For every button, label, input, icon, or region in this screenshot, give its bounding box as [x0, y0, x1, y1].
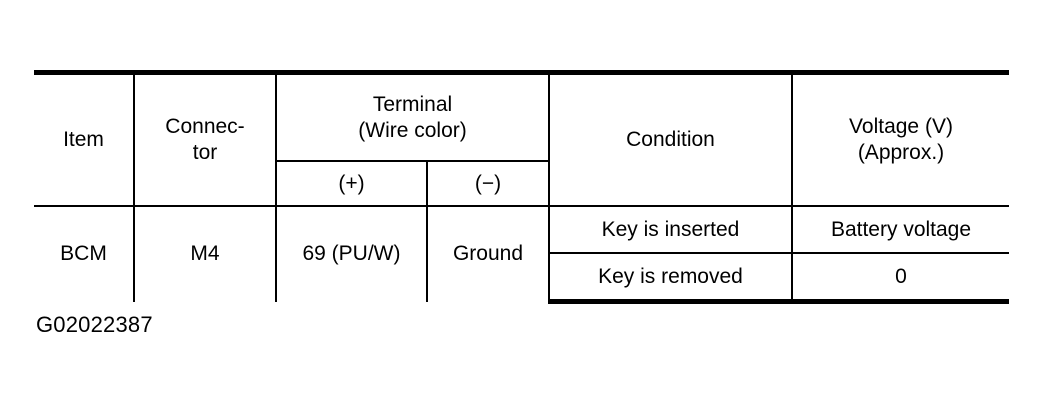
cell-terminal-positive: 69 (PU/W): [275, 205, 428, 302]
header-condition: Condition: [548, 70, 793, 206]
header-voltage: Voltage (V) (Approx.): [791, 70, 1009, 206]
table-header-row-polarity: (+) (−): [34, 161, 1009, 206]
header-connector-line1: Connec-: [165, 115, 245, 139]
header-connector-line2: tor: [192, 141, 218, 164]
header-item: Item: [34, 70, 135, 206]
cell-connector: M4: [133, 205, 277, 302]
table-header-row-primary: Item Connec- tor Terminal (Wire color) C…: [34, 70, 1009, 206]
header-terminal-line1: Terminal: [372, 92, 453, 116]
header-connector: Connec- tor: [133, 70, 277, 206]
cell-voltage: 0: [791, 253, 1009, 304]
table-row: BCM M4 69 (PU/W) Ground Key is inserted …: [34, 205, 1009, 302]
header-terminal-line2: (Wire color): [358, 118, 467, 142]
cell-condition: Key is removed: [548, 253, 793, 304]
header-terminal: Terminal (Wire color): [275, 70, 550, 162]
cell-item: BCM: [34, 205, 135, 302]
cell-voltage: Battery voltage: [791, 205, 1009, 254]
cell-terminal-negative: Ground: [426, 205, 550, 302]
figure-caption: G02022387: [36, 312, 153, 337]
terminal-voltage-spec-table: Item Connec- tor Terminal (Wire color) C…: [34, 70, 1009, 304]
header-terminal-positive: (+): [275, 161, 428, 206]
table-row: Key is removed 0: [34, 253, 1009, 304]
header-voltage-line2: (Approx.): [857, 141, 945, 164]
cell-condition: Key is inserted: [548, 205, 793, 254]
header-voltage-line1: Voltage (V): [849, 115, 953, 139]
header-terminal-negative: (−): [426, 161, 550, 206]
